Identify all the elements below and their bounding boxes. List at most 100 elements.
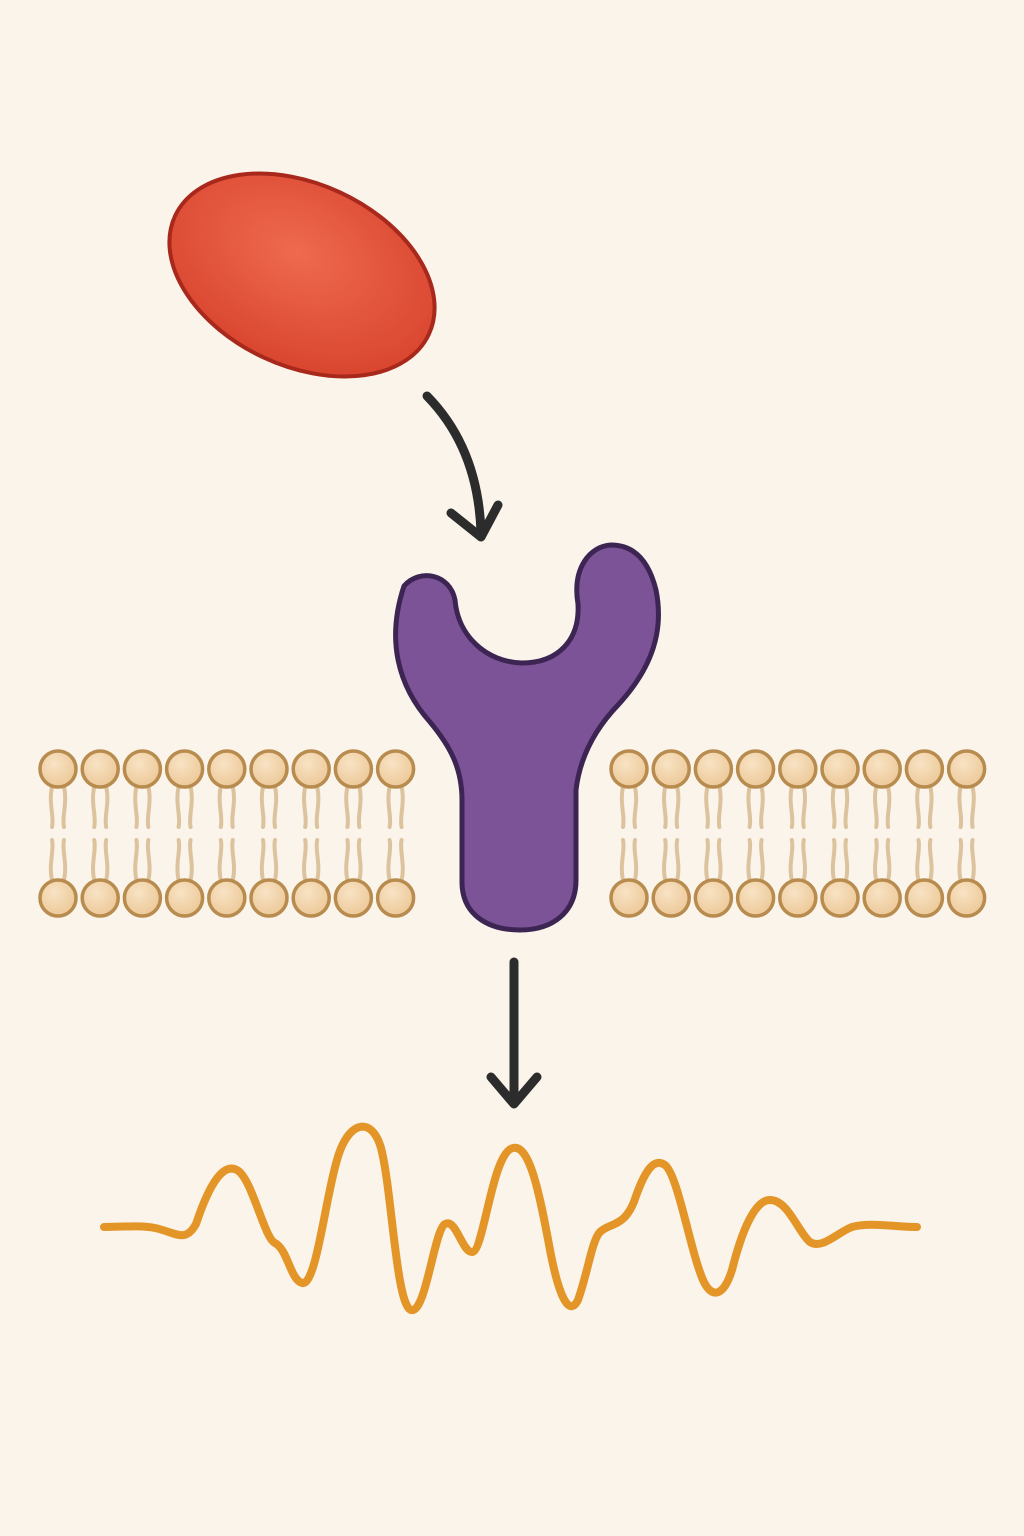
lipid-tail-lower: [662, 838, 668, 882]
lipid-head-upper: [38, 749, 78, 789]
lipid-tail-lower: [927, 838, 934, 882]
lipid-tail-lower: [386, 838, 393, 882]
lipid-head-lower: [122, 878, 163, 918]
lipid-head-lower: [904, 878, 945, 918]
lipid-tail-upper: [970, 785, 976, 829]
arrow-down-icon: [446, 500, 503, 542]
lipid-head-lower: [946, 878, 987, 918]
lipid-tail-lower: [272, 838, 279, 882]
lipid-tail-lower: [145, 838, 152, 882]
lipid-tail-lower: [915, 838, 921, 882]
lipid-tail-lower: [133, 838, 139, 882]
lipid-head-upper: [651, 749, 691, 789]
lipid-tail-upper: [632, 785, 639, 829]
lipid-tail-lower: [356, 838, 363, 882]
lipid-head-upper: [904, 749, 945, 789]
lipid-tail-lower: [716, 838, 723, 882]
lipid-tail-upper: [61, 785, 68, 829]
lipid-head-upper: [249, 749, 289, 789]
lipid-tail-upper: [356, 785, 363, 829]
lipid-head-lower: [820, 878, 860, 918]
lipid-head-lower: [735, 878, 776, 918]
lipid-tail-upper: [386, 785, 393, 829]
lipid-tail-lower: [230, 838, 236, 882]
lipid-bilayer-icon: [38, 749, 987, 918]
lipid-tail-lower: [188, 838, 194, 882]
lipid-head-lower: [609, 878, 649, 918]
lipid-head-upper: [333, 749, 374, 789]
lipid-tail-lower: [302, 838, 308, 882]
lipid-tail-upper: [259, 785, 266, 829]
ligand-icon: [167, 171, 437, 379]
lipid-head-lower: [375, 878, 416, 918]
lipid-head-upper: [609, 749, 649, 789]
lipid-tail-lower: [759, 838, 765, 882]
lipid-tail-lower: [801, 838, 807, 882]
lipid-tail-lower: [632, 838, 639, 882]
lipid-tail-lower: [61, 838, 68, 882]
lipid-tail-lower: [399, 838, 405, 882]
arrow-receptor-to-signal: [486, 957, 542, 1109]
lipid-head-upper: [291, 749, 331, 789]
lipid-tail-upper: [843, 785, 850, 829]
lipid-head-lower: [651, 878, 691, 918]
lipid-head-lower: [862, 878, 902, 918]
lipid-head-lower: [778, 878, 818, 918]
lipid-tail-upper: [145, 785, 152, 829]
lipid-head-lower: [693, 878, 734, 918]
lipid-head-upper: [375, 749, 416, 789]
lipid-tail-lower: [48, 838, 55, 882]
lipid-tail-upper: [344, 785, 350, 829]
lipid-tail-upper: [704, 785, 710, 829]
lipid-tail-lower: [788, 838, 795, 882]
lipid-tail-upper: [830, 785, 837, 829]
lipid-tail-lower: [103, 838, 110, 882]
lipid-tail-lower: [843, 838, 850, 882]
lipid-tail-upper: [746, 785, 753, 829]
lipid-head-upper: [164, 749, 205, 789]
lipid-head-lower: [291, 878, 331, 918]
lipid-tail-upper: [957, 785, 964, 829]
lipid-tail-lower: [970, 838, 976, 882]
lipid-head-upper: [946, 749, 987, 789]
lipid-tail-lower: [830, 838, 837, 882]
lipid-tail-lower: [217, 838, 224, 882]
lipid-tail-upper: [759, 785, 765, 829]
lipid-tail-upper: [230, 785, 236, 829]
lipid-tail-upper: [314, 785, 321, 829]
lipid-tail-upper: [915, 785, 921, 829]
lipid-head-lower: [333, 878, 374, 918]
lipid-tail-lower: [704, 838, 710, 882]
lipid-head-lower: [80, 878, 120, 918]
receptor-icon: [393, 542, 661, 933]
lipid-head-lower: [164, 878, 205, 918]
lipid-head-upper: [735, 749, 776, 789]
lipid-tail-lower: [259, 838, 266, 882]
lipid-tail-lower: [957, 838, 964, 882]
lipid-tail-lower: [619, 838, 626, 882]
lipid-tail-upper: [91, 785, 97, 829]
lipid-tail-upper: [48, 785, 55, 829]
lipid-tail-lower: [175, 838, 182, 882]
lipid-head-upper: [862, 749, 902, 789]
lipid-tail-lower: [674, 838, 681, 882]
lipid-head-upper: [122, 749, 163, 789]
lipid-head-upper: [693, 749, 734, 789]
signal-wave-icon: [100, 1122, 921, 1314]
lipid-tail-upper: [399, 785, 405, 829]
lipid-tail-lower: [885, 838, 892, 882]
arrow-down-icon: [486, 1072, 542, 1109]
lipid-tail-upper: [885, 785, 892, 829]
lipid-tail-upper: [716, 785, 723, 829]
lipid-tail-upper: [133, 785, 139, 829]
lipid-tail-lower: [314, 838, 321, 882]
lipid-head-upper: [207, 749, 247, 789]
lipid-tail-upper: [175, 785, 182, 829]
lipid-tail-lower: [344, 838, 350, 882]
lipid-head-lower: [38, 878, 78, 918]
lipid-tail-upper: [103, 785, 110, 829]
arrow-ligand-to-receptor: [422, 391, 503, 542]
lipid-tail-upper: [801, 785, 807, 829]
lipid-tail-upper: [272, 785, 279, 829]
lipid-tail-lower: [873, 838, 879, 882]
